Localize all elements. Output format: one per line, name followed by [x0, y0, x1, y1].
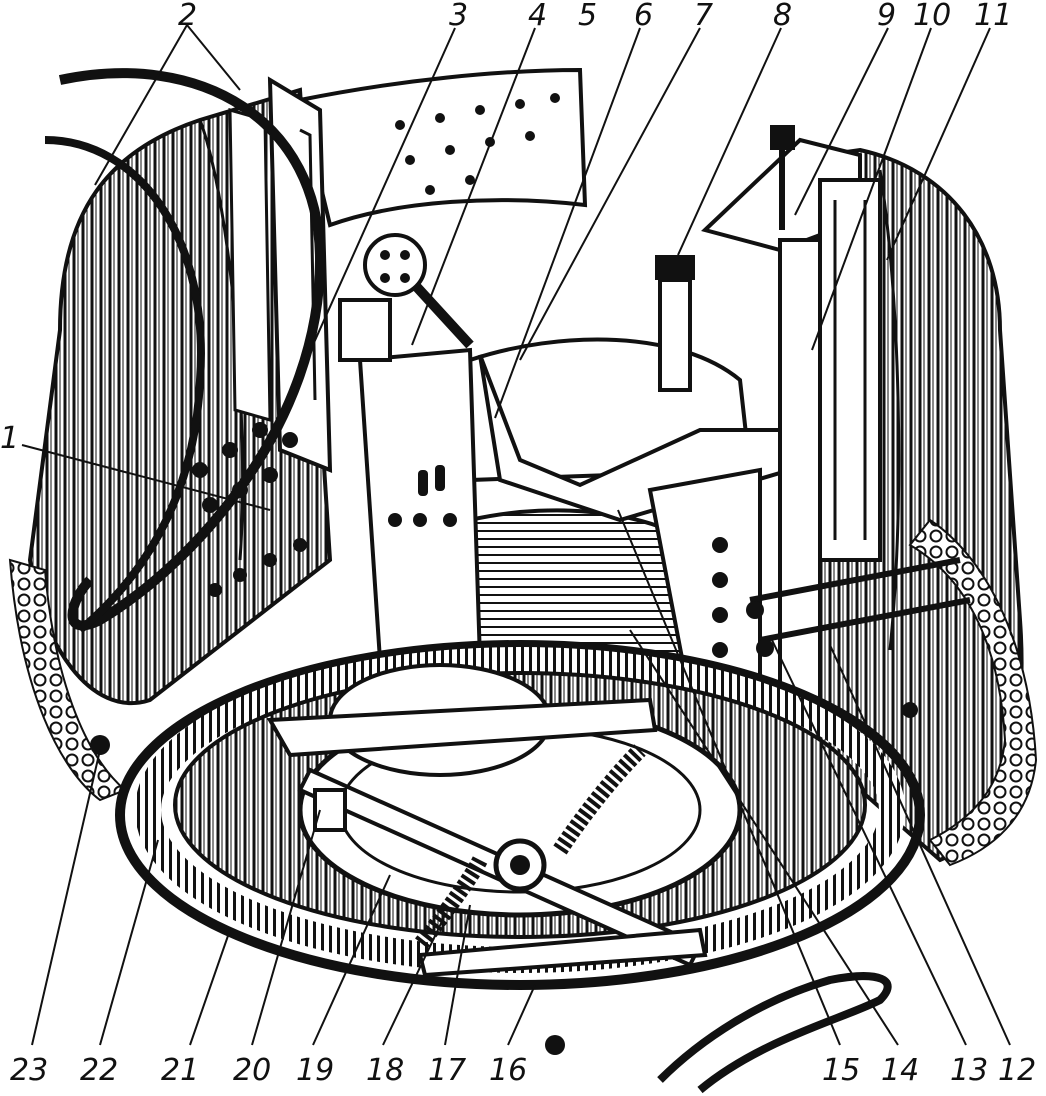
callout-18: 18 — [366, 1053, 404, 1088]
callout-14: 14 — [881, 1053, 919, 1088]
callout-9: 9 — [877, 0, 896, 33]
cross-levers — [266, 697, 708, 978]
callout-3: 3 — [449, 0, 468, 33]
callout-12: 12 — [998, 1053, 1036, 1088]
callout-6: 6 — [634, 0, 653, 33]
callout-13: 13 — [950, 1053, 988, 1088]
leader-lines — [21, 24, 1011, 1046]
callout-23: 23 — [10, 1053, 48, 1088]
perforated-plate — [297, 67, 588, 228]
bead-chains — [8, 518, 1038, 867]
callout-4: 4 — [528, 0, 547, 33]
callout-2: 2 — [178, 0, 197, 33]
callout-10: 10 — [913, 0, 951, 33]
callout-8: 8 — [773, 0, 792, 33]
callout-21: 21 — [161, 1053, 199, 1088]
callout-20: 20 — [233, 1053, 271, 1088]
small-wheel — [338, 233, 474, 362]
callout-1: 1 — [0, 421, 19, 456]
comb-plates — [228, 76, 333, 473]
callout-16: 16 — [489, 1053, 527, 1088]
callout-17: 17 — [428, 1053, 466, 1088]
callout-11: 11 — [974, 0, 1012, 33]
bolt-heads — [90, 422, 918, 1055]
bolts — [746, 557, 971, 657]
callout-22: 22 — [80, 1053, 118, 1088]
callout-15: 15 — [822, 1053, 860, 1088]
callout-5: 5 — [578, 0, 597, 33]
callout-7: 7 — [694, 0, 713, 33]
belts — [44, 68, 892, 1094]
callout-19: 19 — [296, 1053, 334, 1088]
